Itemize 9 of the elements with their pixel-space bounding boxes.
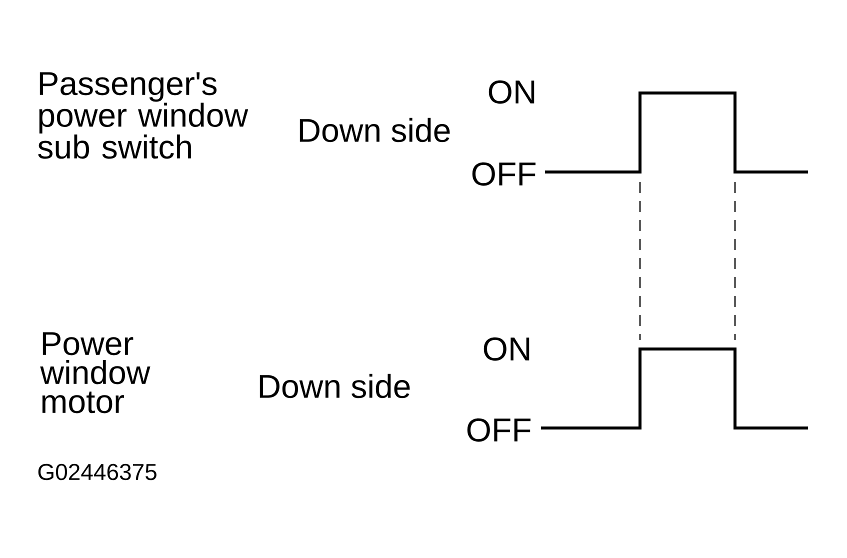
signal-label: Power window motor [40, 332, 150, 414]
state-label: ON [484, 337, 530, 361]
figure-code: G02446375 [38, 464, 156, 480]
state-label: ON [488, 80, 534, 104]
state-label: Down side [300, 118, 450, 142]
state-label: OFF [472, 162, 536, 186]
state-label: Down side [260, 374, 410, 398]
state-label: OFF [467, 418, 530, 442]
signal-label: Passenger's power window sub switch [38, 72, 248, 159]
